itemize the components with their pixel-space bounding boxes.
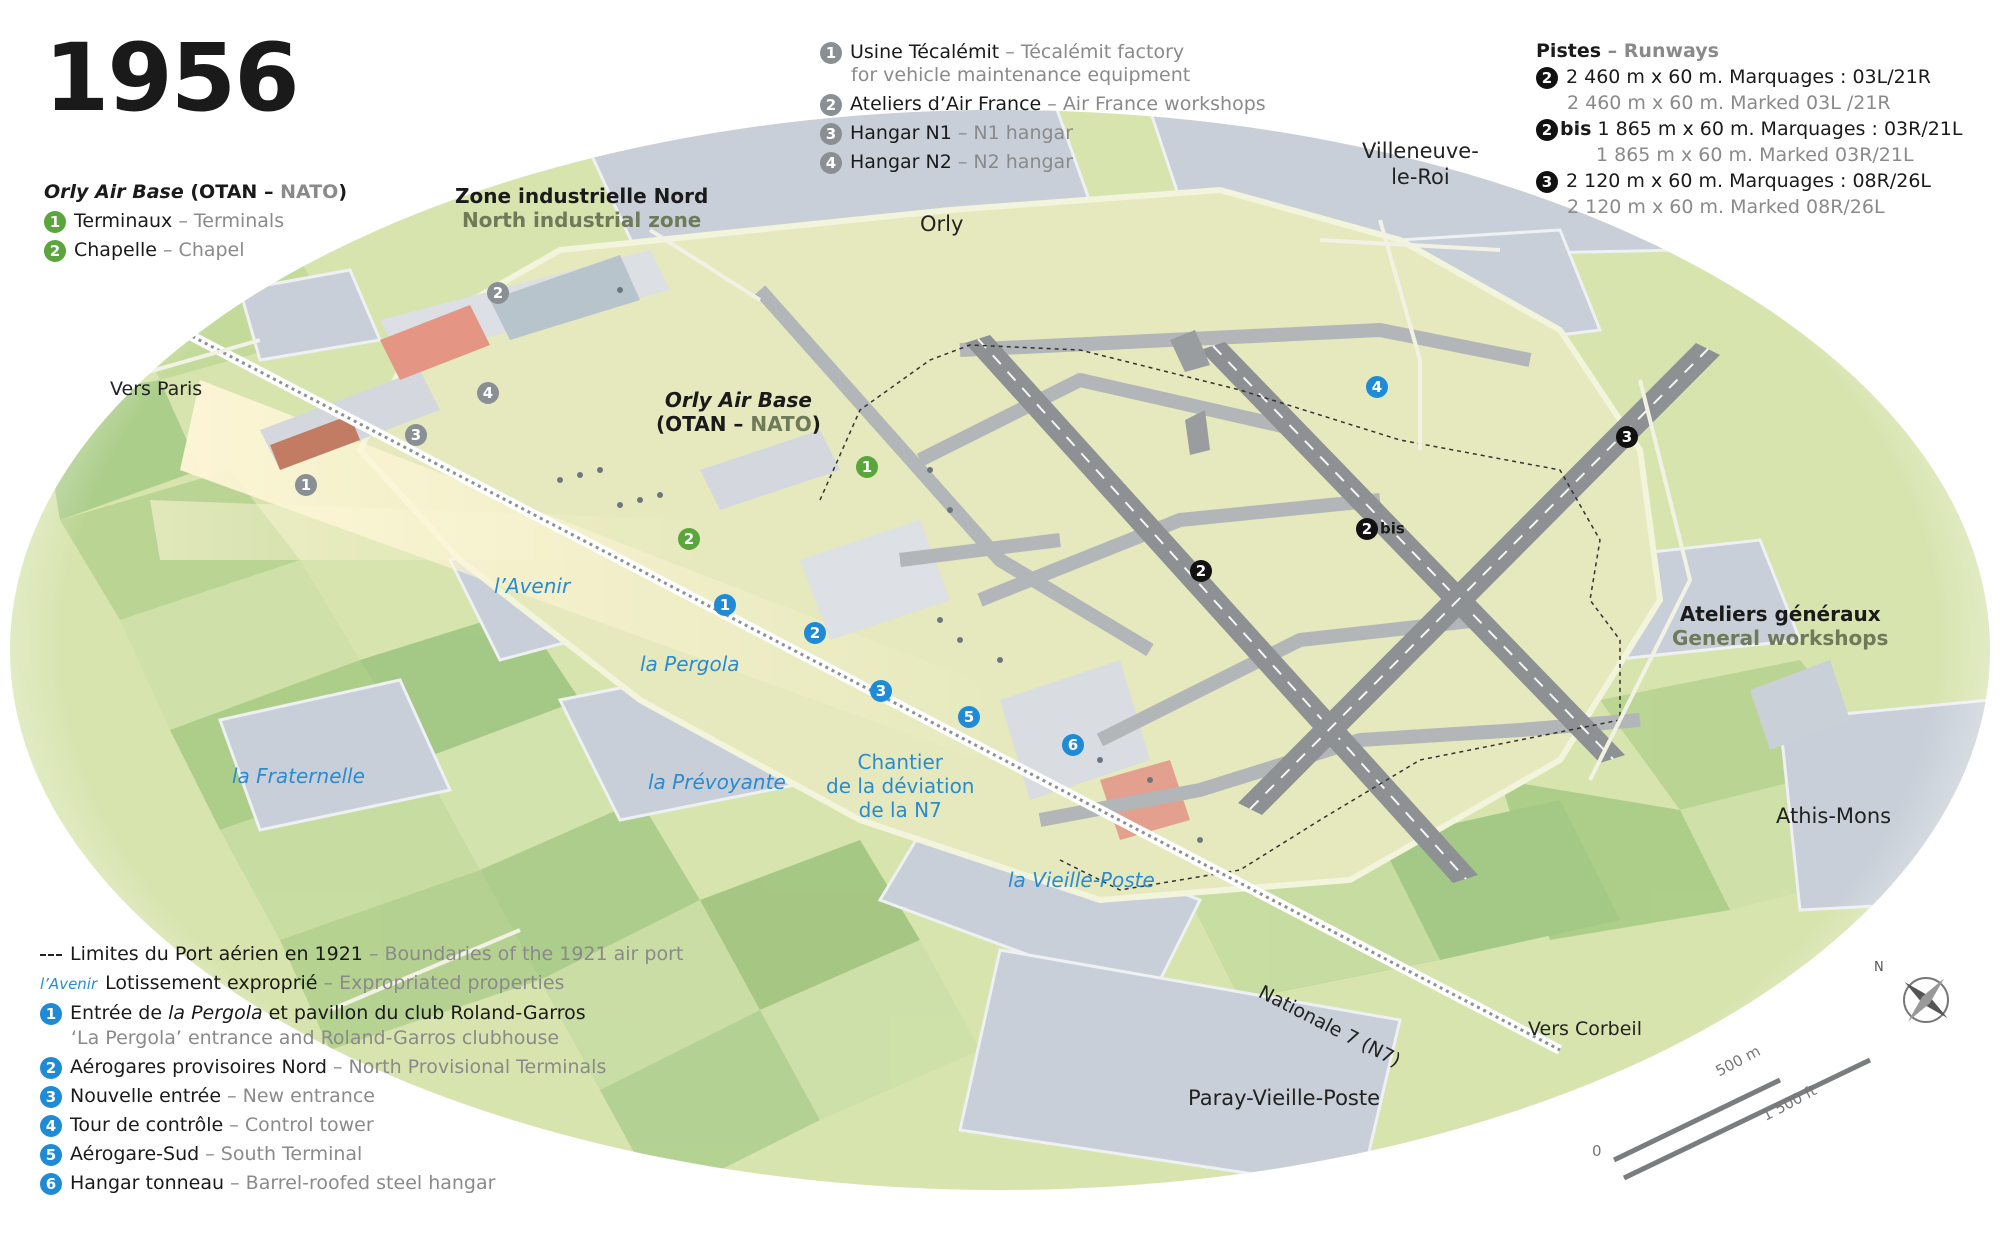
place-orly: Orly [920,212,964,236]
place-athis-mons: Athis-Mons [1776,804,1892,828]
map-marker-new-entrance: 3 [870,680,892,702]
map-marker-runway-2: 2 [1190,560,1212,582]
year-title: 1956 [44,24,300,133]
scale-label-zero: 0 [1592,1142,1602,1160]
property-pergola: la Pergola [640,652,740,676]
number-badge-icon: 2 [820,93,842,116]
number-badge-icon: 3 [820,122,842,145]
map-marker-south-terminal: 5 [958,706,980,728]
number-badge-icon: 3 [1536,170,1558,193]
label-vers-corbeil: Vers Corbeil [1528,1018,1642,1040]
number-badge-icon: 2 [44,239,66,262]
place-paray: Paray-Vieille-Poste [1188,1086,1381,1110]
property-prevoyante: la Prévoyante [648,770,786,794]
number-badge-icon: 2 [1536,66,1558,89]
label-chantier-n7: Chantier de la déviation de la N7 [826,750,975,822]
legend-item-boundary: Limites du Port aérien en 1921 – Boundar… [40,940,683,969]
airbase-legend-title: Orly Air Base [44,181,184,203]
place-villeneuve: Villeneuve- le-Roi [1362,139,1479,189]
map-marker-pergola: 1 [714,594,736,616]
map-marker-runway-3: 3 [1616,426,1638,448]
map-marker-building-3: 3 [405,424,427,446]
number-badge-icon: 1 [44,210,66,233]
map-marker-building-2: 2 [487,282,509,304]
number-badge-icon: 5 [40,1143,62,1166]
number-badge-icon: 2 [40,1056,62,1079]
map-marker-building-1: 1 [295,474,317,496]
map-marker-terminals: 1 [856,456,878,478]
number-badge-icon: 1 [40,1002,62,1025]
number-badge-icon: 6 [40,1172,62,1195]
map-marker-building-4: 4 [477,382,499,404]
label-vers-paris: Vers Paris [110,378,203,400]
number-badge-icon: 1 [820,41,842,64]
number-badge-icon: 4 [820,151,842,174]
map-marker-chapel: 2 [678,528,700,550]
map-marker-north-terminals: 2 [804,622,826,644]
property-avenir: l’Avenir [494,574,571,598]
number-badge-icon: 4 [40,1114,62,1137]
map-marker-control-tower: 4 [1366,376,1388,398]
compass-rose [1903,977,1949,1023]
property-fraternelle: la Fraternelle [232,764,365,788]
scale-bar [1612,1057,1872,1181]
property-vieille-poste: la Vieille-Poste [1008,868,1155,892]
bottom-legend: Limites du Port aérien en 1921 – Boundar… [40,940,683,1198]
map-marker-barrel-hangar: 6 [1062,734,1084,756]
compass-north-label: N [1874,960,1884,975]
zone-airbase: Orly Air Base (OTAN – NATO) [656,388,821,436]
number-badge-icon: 3 [40,1085,62,1108]
number-badge-icon: 2 [1536,118,1558,141]
dashed-line-icon [40,953,62,956]
